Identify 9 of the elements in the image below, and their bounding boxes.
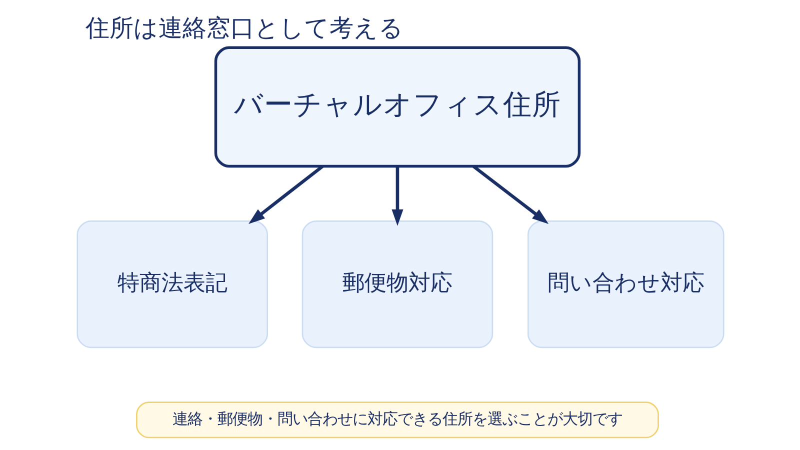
node-box: 連絡・郵便物・問い合わせに対応できる住所を選ぶことが大切です (136, 402, 658, 438)
diagram-title: 住所は連絡窓口として考える (84, 14, 403, 42)
node-box: 特商法表記 (76, 220, 268, 348)
node-box: バーチャルオフィス住所 (214, 46, 580, 168)
arrow (248, 165, 324, 224)
arrow (472, 165, 548, 224)
arrow (391, 166, 403, 226)
node-box: 郵便物対応 (301, 220, 493, 348)
node-box: 問い合わせ対応 (527, 220, 724, 348)
